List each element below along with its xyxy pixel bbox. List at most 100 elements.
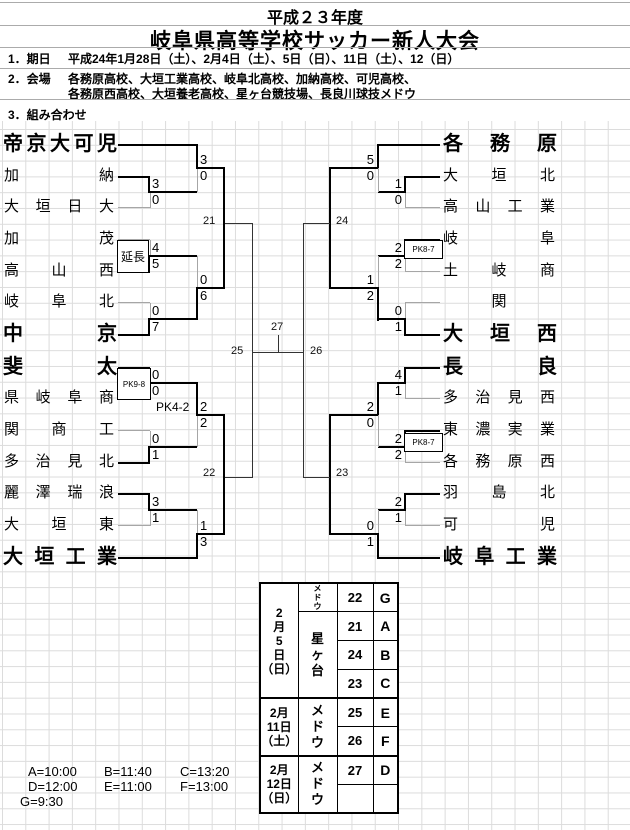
match-score: 5: [366, 152, 374, 167]
match-score: 1: [366, 534, 374, 549]
team-name: 大垣工業: [3, 546, 117, 568]
venue-line: 星: [310, 630, 324, 646]
team-name: 斐太: [3, 356, 117, 378]
match-score: 1: [366, 272, 374, 287]
time-legend-item: A=10:00: [28, 764, 77, 779]
team-name: 加納: [4, 167, 114, 184]
venue-cell: メ ド ウ: [297, 754, 338, 814]
team-name: 大垣日大: [4, 198, 114, 215]
time-legend-item: F=13:00: [180, 779, 229, 794]
match-score: 0: [366, 415, 374, 430]
item3-label: 3．組み合わせ: [8, 108, 87, 122]
team-name: 岐阜工業: [443, 546, 557, 568]
venue-line: メ: [313, 584, 322, 594]
match-number: 25: [231, 345, 244, 357]
match-score: 3: [200, 152, 208, 167]
time-slot-cell: C: [372, 668, 399, 699]
team-name: 多治見西: [443, 389, 555, 406]
match-score: 0: [152, 192, 160, 207]
team-name: 麗澤瑞浪: [4, 484, 114, 501]
match-score: 2: [366, 288, 374, 303]
date-cell: 2 月 5 日 （日）: [259, 582, 299, 699]
team-name: 帝京大可児: [3, 133, 117, 155]
time-slot-cell: B: [372, 640, 399, 670]
time-slot-cell: [372, 783, 399, 814]
schedule-table: 2 月 5 日 （日） メ ド ウ 22 G 星 ヶ 台 21 A 2: [259, 582, 399, 814]
match-score: 4: [394, 367, 402, 382]
match-score: 3: [200, 534, 208, 549]
match-score: 1: [152, 447, 160, 462]
time-legend-item: C=13:20: [180, 764, 230, 779]
team-name: 各務原: [443, 133, 557, 155]
match-score: 3: [152, 494, 160, 509]
venue-line: メ: [310, 760, 324, 776]
match-number: 23: [336, 467, 349, 479]
venue-cell: メ ド ウ: [297, 697, 338, 756]
item2-label: 2．会場: [8, 72, 51, 86]
divider: [0, 2, 630, 3]
match-score: 0: [152, 383, 160, 398]
match-number-cell: 24: [336, 640, 374, 670]
match-number-cell: 25: [336, 697, 374, 728]
match-score: 0: [366, 168, 374, 183]
match-score: 2: [394, 256, 402, 271]
item2-text-line2: 各務原西高校、大垣養老高校、星ヶ台競技場、長良川球技メドウ: [68, 87, 417, 101]
match-score: 0: [200, 168, 208, 183]
team-name: 県岐阜商: [4, 389, 114, 406]
date-line: （土）: [261, 733, 298, 748]
penalty-note: PK9-8: [117, 368, 151, 400]
team-name: 多治見北: [4, 453, 114, 470]
match-score: 1: [394, 383, 402, 398]
venue-line: メ: [310, 702, 324, 718]
match-score: 1: [394, 176, 402, 191]
team-name: 可児: [443, 516, 555, 533]
match-score: 0: [394, 192, 402, 207]
match-number: 26: [310, 345, 323, 357]
date-line: 2月: [269, 763, 289, 778]
match-score: 1: [394, 510, 402, 525]
match-score: 2: [200, 415, 208, 430]
match-score: 2: [394, 494, 402, 509]
venue-line: ウ: [313, 602, 322, 612]
date-line: 2: [275, 605, 283, 620]
venue-cell: メ ド ウ: [297, 582, 338, 613]
penalty-note: PK8-7: [404, 433, 443, 452]
date-line: 11日: [266, 719, 292, 734]
match-score: 2: [394, 240, 402, 255]
match-number-cell: 23: [336, 668, 374, 699]
match-score: 4: [152, 240, 160, 255]
venue-line: ド: [313, 593, 322, 603]
team-name: 羽島北: [443, 484, 555, 501]
match-number: 22: [203, 467, 216, 479]
match-number: 27: [271, 321, 284, 333]
date-line: （日）: [261, 791, 298, 806]
date-line: 12日: [266, 777, 292, 792]
divider: [0, 47, 630, 48]
item2-text-line1: 各務原高校、大垣工業高校、岐阜北高校、加納高校、可児高校、: [68, 72, 417, 86]
date-cell: 2月 11日 （土）: [259, 697, 299, 756]
venue-cell: 星 ヶ 台: [297, 611, 338, 699]
team-name: 大垣北: [443, 167, 555, 184]
penalty-note: PK4-2: [156, 400, 190, 414]
time-slot-cell: A: [372, 611, 399, 641]
team-name: 関: [491, 293, 507, 310]
match-number-cell: 22: [336, 582, 374, 613]
match-score: 2: [366, 399, 374, 414]
team-name: 大垣東: [4, 516, 114, 533]
team-name: 加茂: [4, 230, 114, 247]
time-slot-cell: G: [372, 582, 399, 613]
team-name: 大垣西: [443, 323, 557, 345]
venue-line: ウ: [310, 792, 324, 808]
team-name: 中京: [3, 323, 117, 345]
divider: [0, 68, 630, 69]
match-number-cell: 21: [336, 611, 374, 641]
item1-text: 平成24年1月28日（土）、2月4日（土）、5日（日）、11日（土）、12（日）: [68, 52, 460, 66]
match-score: 0: [152, 431, 160, 446]
match-score: 2: [394, 447, 402, 462]
match-score: 7: [152, 319, 160, 334]
venue-line: ウ: [310, 734, 324, 750]
date-cell: 2月 12日 （日）: [259, 754, 299, 814]
match-number: 21: [203, 215, 216, 227]
match-score: 0: [152, 303, 160, 318]
